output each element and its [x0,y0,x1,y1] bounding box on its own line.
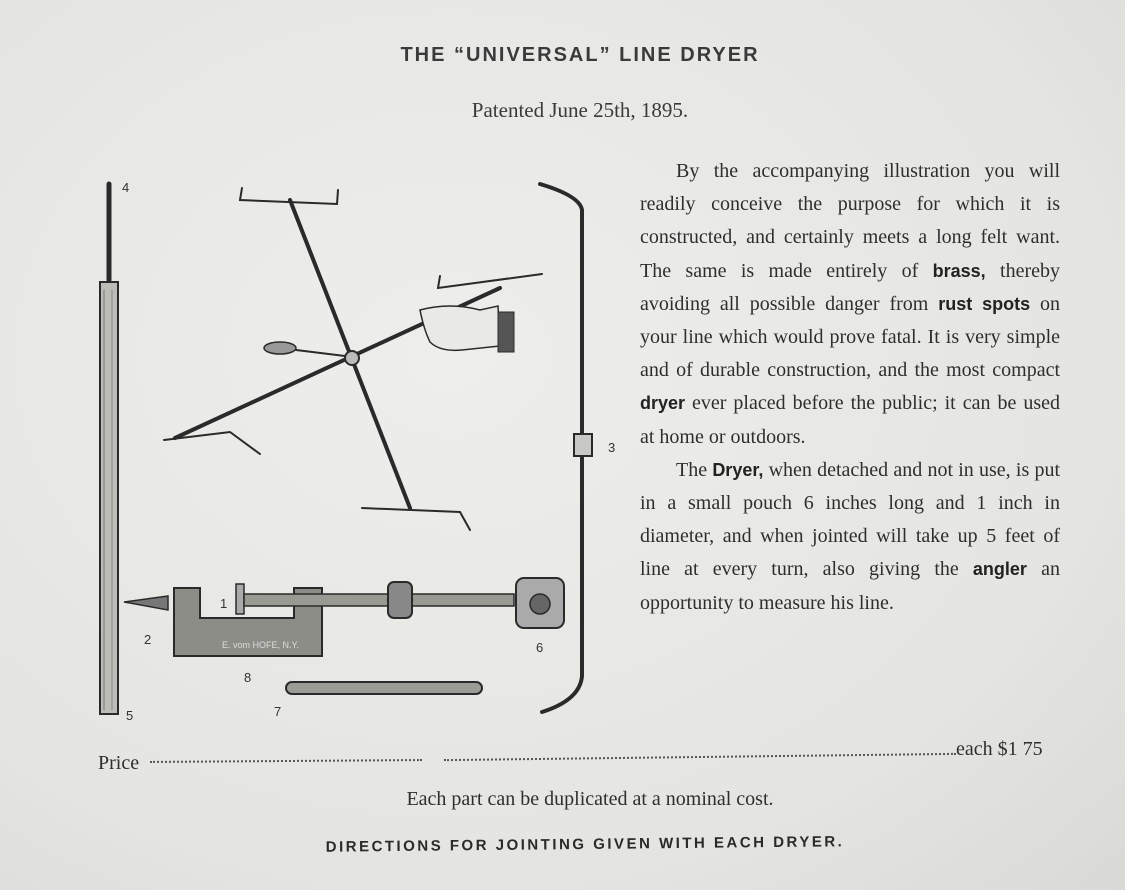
hand-drawing [419,305,515,353]
price-value: each $1 75 [956,738,1043,760]
directions-note: DIRECTIONS FOR JOINTING GIVEN WITH EACH … [325,833,845,856]
patent-date: Patented June 25th, 1895. [471,98,689,122]
parts-note: Each part can be duplicated at a nominal… [406,788,774,810]
reel-frame [163,187,543,531]
price-dot-leader-2 [444,752,956,762]
part-number-4: 4 [122,180,129,195]
part-number-5: 5 [126,708,133,723]
rod-part-7 [285,681,483,695]
clamp-assembly: E. vom HOFE, N.Y. [123,577,565,657]
part-number-8: 8 [244,670,251,685]
part-number-1: 1 [220,596,227,611]
part-number-6: 6 [536,640,543,655]
price-label: Price [98,752,140,774]
part-number-7: 7 [274,704,281,719]
paragraph-2: The Dryer, when detached and not in use,… [640,458,1060,614]
crank-rod-part-3 [538,182,593,714]
description-text: By the accompanying illustration you wil… [640,155,1060,620]
paragraph-1: By the accompanying illustration you wil… [640,160,1061,448]
page-title: THE “UNIVERSAL” LINE DRYER [400,44,760,66]
rod-part-4 [99,181,119,715]
part-number-2: 2 [144,632,151,647]
maker-stamp: E. vom HOFE, N.Y. [222,640,299,650]
price-dot-leader-1 [149,759,423,763]
part-number-3: 3 [608,440,615,455]
line-dryer-illustration: E. vom HOFE, N.Y. 4 5 3 1 2 6 7 8 [99,180,615,723]
